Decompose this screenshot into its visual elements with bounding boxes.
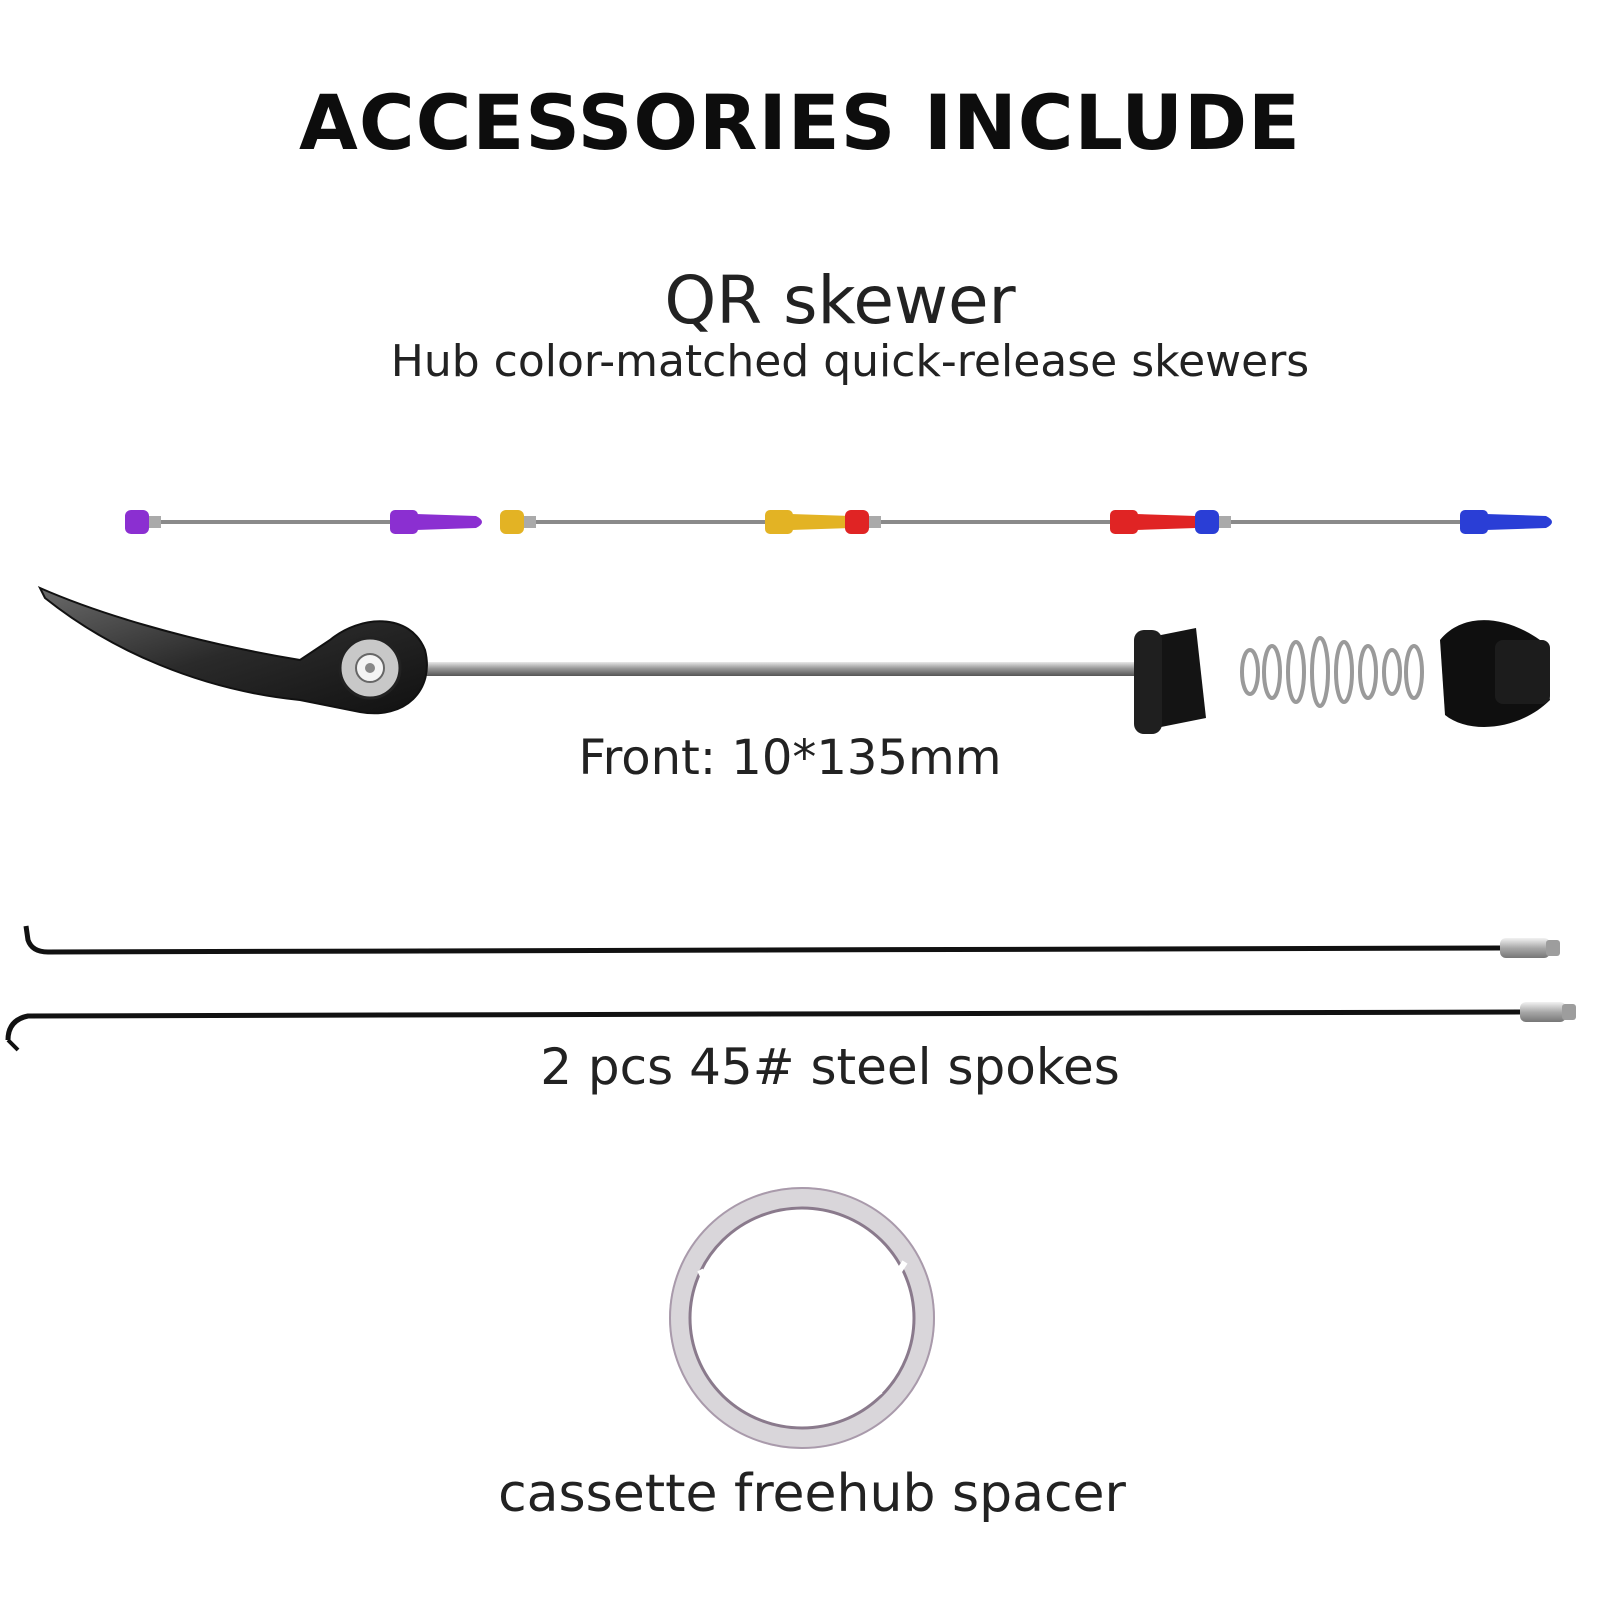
- mini-skewer-icon: [500, 510, 857, 534]
- spokes-label: 2 pcs 45# steel spokes: [540, 1038, 1120, 1096]
- qr-skewer-subtitle: Hub color-matched quick-release skewers: [390, 336, 1310, 387]
- skewer-spring-icon: [1240, 636, 1424, 708]
- freehub-spacer-label: cassette freehub spacer: [498, 1464, 1126, 1524]
- mini-skewer-icon: [845, 510, 1202, 534]
- mini-skewer-icon: [1195, 510, 1552, 534]
- front-skewer-icon: [37, 585, 1550, 734]
- front-skewer-spec: Front: 10*135mm: [578, 730, 1002, 786]
- qr-skewer-title: QR skewer: [664, 262, 1016, 339]
- page-title: ACCESSORIES INCLUDE: [299, 78, 1301, 167]
- steel-spoke-icon: [23, 925, 1560, 958]
- mini-skewer-icon: [125, 510, 482, 534]
- freehub-spacer-ring-icon: [669, 1187, 935, 1449]
- steel-spoke-icon: [5, 1002, 1576, 1052]
